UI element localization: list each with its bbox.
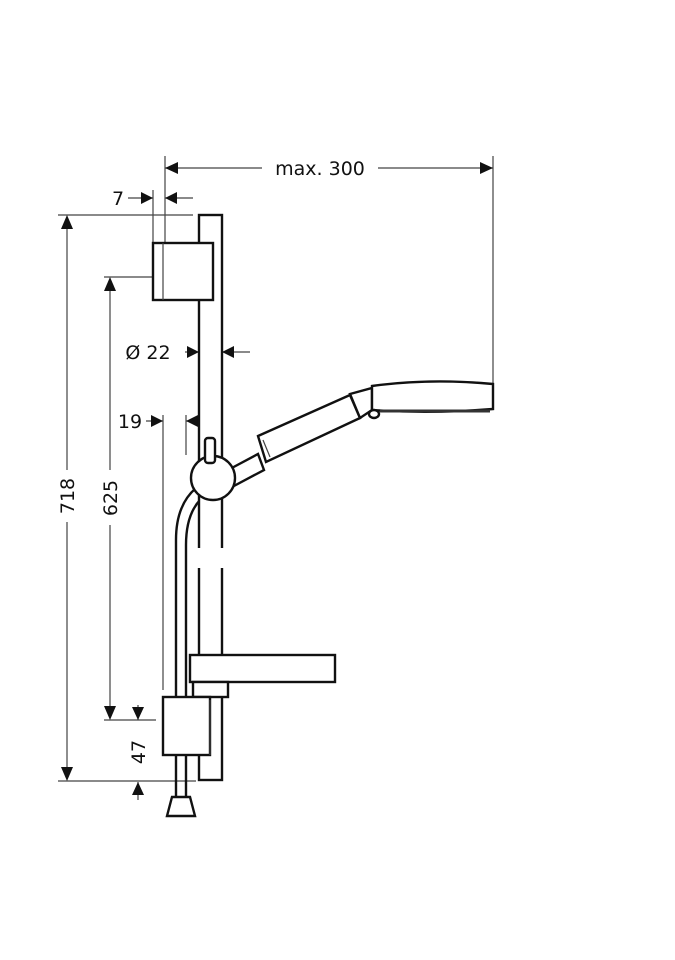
max-reach-label: max. 300 [275, 158, 365, 180]
soap-dish [188, 653, 337, 699]
hose-offset-label: 19 [118, 411, 142, 433]
bracket-offset-label: 7 [112, 188, 124, 210]
bottom-offset-label: 47 [128, 740, 150, 764]
upper-wall-bracket [151, 241, 215, 302]
bracket-spacing-label: 625 [100, 480, 122, 516]
dimension-rail-diameter: Ø 22 [125, 342, 250, 364]
total-height-label: 718 [57, 478, 79, 514]
lower-wall-bracket [161, 695, 212, 757]
dimension-bracket-spacing: 625 [100, 276, 156, 721]
hose-connector [165, 795, 197, 818]
dimension-bracket-offset: 7 [112, 188, 193, 243]
dimension-bottom-offset: 47 [128, 705, 150, 800]
hand-shower [226, 380, 495, 489]
rail-diameter-label: Ø 22 [125, 342, 170, 364]
shower-rail-assembly [151, 213, 495, 818]
dimension-hose-offset: 19 [118, 411, 213, 690]
slider-knob [189, 436, 237, 502]
dimension-total-height: 718 [57, 214, 196, 782]
dimension-max-reach: max. 300 [164, 156, 494, 385]
